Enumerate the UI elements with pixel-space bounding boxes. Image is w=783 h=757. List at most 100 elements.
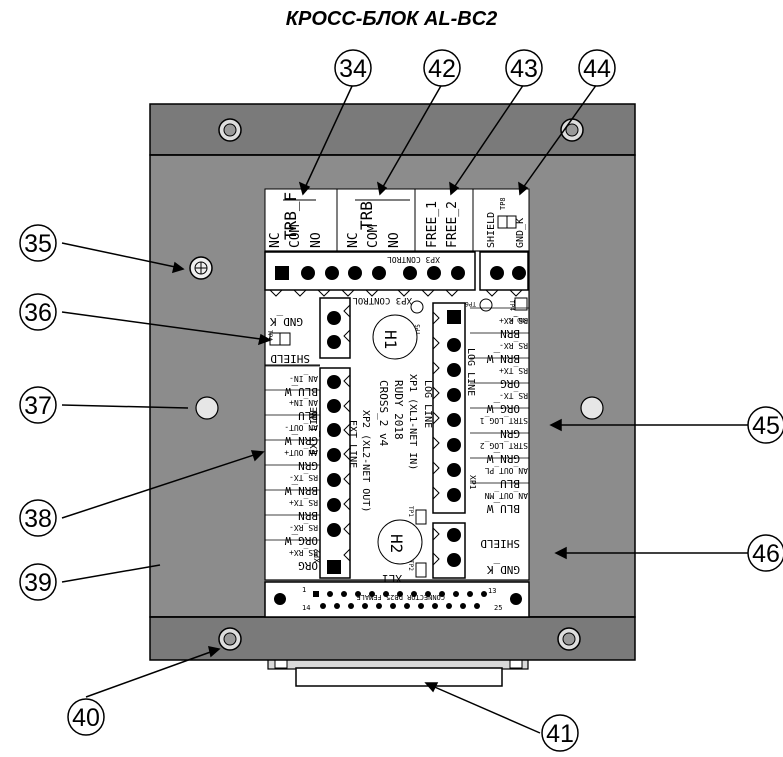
left-wire-color: ORG	[298, 559, 318, 572]
h2-label: H2	[387, 534, 406, 553]
gnd-k-top-label: GND_K	[515, 218, 526, 248]
callout-34: 34	[334, 49, 372, 87]
h2-led	[377, 519, 423, 565]
side-hole-right	[580, 396, 604, 420]
side-hole-left	[195, 396, 219, 420]
xp3-control-inner-label: XP3 CONTROL	[352, 295, 412, 305]
mounting-hole-tr	[560, 118, 584, 142]
tp8-label: TP8	[499, 197, 507, 210]
db25-connector: CONNECTOR DB25 FEMALE 1 13 14 25	[264, 581, 530, 618]
rudy-label: RUDY 2018	[392, 380, 405, 440]
pin-label: NC	[268, 232, 283, 248]
right-wire-signal: STRT_LOG_1	[480, 416, 528, 425]
right-wire-color: ORG	[500, 377, 520, 390]
right-wire-color: GRN	[500, 427, 520, 440]
log-line-side-label: LOG LINE	[465, 348, 476, 396]
right-wire-color: ORG_W	[487, 402, 520, 415]
h1-led	[372, 314, 418, 360]
shield-top-label: SHIELD	[486, 212, 497, 248]
left-wire-signal: AN_IN-	[289, 374, 318, 383]
right-wire-signal: RS_TX-	[499, 391, 528, 400]
callout-38: 38	[19, 499, 57, 537]
connector-label: CONNECTOR DB25 FEMALE	[356, 593, 445, 601]
right-wire-color: BLU	[500, 477, 520, 490]
callout-45: 45	[747, 406, 783, 444]
left-wire-color: BLU_W	[285, 385, 318, 398]
xp2-net-label: XP2 (XL2-NET OUT)	[360, 410, 371, 512]
callout-number: 39	[24, 569, 52, 597]
left-wire-signal: AN_OUT-	[284, 423, 318, 432]
callout-number: 45	[752, 412, 780, 440]
callout-44: 44	[578, 49, 616, 87]
right-wire-color: BLU_W	[487, 502, 520, 515]
right-wire-signal: RS_RX+	[499, 316, 528, 325]
callout-number: 34	[339, 55, 367, 83]
callout-35: 35	[19, 224, 57, 262]
left-wire-signal: RS_RX-	[289, 523, 318, 532]
tp1-label: TP1	[407, 506, 414, 517]
left-wire-color: GRN	[298, 459, 318, 472]
free-2-label: FREE_2	[445, 201, 460, 248]
callout-number: 37	[24, 392, 52, 420]
mounting-hole-bl	[218, 627, 242, 651]
left-wire-signal: RS_TX+	[289, 498, 318, 507]
mounting-hole-br	[557, 627, 581, 651]
right-wire-pairs: BRNRS_RX+BRN_WRS_RX-ORGRS_TX+ORG_WRS_TX-…	[470, 307, 529, 576]
left-label-a: GND_K	[270, 315, 303, 328]
pin-label: NO	[387, 232, 402, 248]
left-wire-signal: RS_TX-	[289, 473, 318, 482]
tp6-label: TP6	[465, 300, 476, 307]
right-wire-color: GND_K	[487, 563, 520, 576]
log-line-inner-label: LOG LINE	[422, 380, 433, 428]
diagram-title: КРОСС-БЛОК AL-BC2	[285, 8, 498, 30]
callout-number: 40	[72, 704, 100, 732]
right-wire-labels: TP4 GND_K	[508, 297, 528, 323]
trb-f-label: TRB_F	[281, 192, 300, 240]
mounting-hole-tl	[218, 118, 242, 142]
callout-number: 38	[24, 505, 52, 533]
callout-number: 35	[24, 230, 52, 258]
right-wire-signal: RS_TX+	[499, 366, 528, 375]
left-wire-signal: RS_RX+	[289, 548, 318, 557]
db25-pin13-label: 13	[488, 587, 496, 595]
board-inner: XP3 CONTROL TP5 TP6 H1 H2 CROSS_2 v4 RUD…	[309, 295, 493, 585]
callout-number: 36	[24, 299, 52, 327]
db25-pin25-label: 25	[494, 604, 502, 612]
callout-46: 46	[747, 534, 783, 572]
callout-39: 39	[19, 563, 57, 601]
free-1-label: FREE_1	[425, 201, 440, 248]
callout-number: 44	[583, 55, 611, 83]
left-wire-signal: AN_IN+	[289, 398, 318, 407]
left-wire-color: BRN_W	[285, 484, 318, 497]
right-gnd-k-label: GND_K	[510, 316, 528, 323]
db25-pin1-label: 1	[302, 586, 306, 594]
callout-37: 37	[19, 386, 57, 424]
xp3-control-top-label: XP3 CONTROL	[387, 255, 440, 264]
left-tp4-label: TP4	[266, 330, 273, 341]
right-wire-color: SHIELD	[480, 537, 520, 550]
left-wire-signal: AN_OUT+	[284, 448, 318, 457]
callout-number: 46	[752, 540, 780, 568]
callout-42: 42	[423, 49, 461, 87]
top-terminal-label-area	[264, 188, 530, 252]
pin-label: COM	[366, 224, 381, 248]
callout-number: 43	[510, 55, 538, 83]
left-wire-color: ORG_W	[285, 534, 318, 547]
right-wire-color: BRN	[500, 327, 520, 340]
left-wire-labels: TP4 GND_K SHIELD	[265, 315, 320, 366]
pin-label: COM	[288, 224, 303, 248]
right-wire-signal: STRT_LOG_2	[480, 441, 528, 450]
callout-number: 42	[428, 55, 456, 83]
right-wire-signal: AN_OUT_MN	[484, 491, 528, 500]
right-connector	[432, 302, 466, 579]
left-wire-color: BLU	[298, 409, 318, 422]
xp3-connector: XP3 CONTROL	[264, 251, 529, 297]
leader-lines	[61, 83, 748, 734]
pin-label: NO	[309, 232, 324, 248]
tp2-label: TP2	[407, 560, 414, 571]
right-wire-signal: AN_OUT_PL	[484, 466, 528, 475]
tp5-label: TP5	[415, 324, 422, 335]
left-wire-color: GRN_W	[285, 434, 318, 447]
